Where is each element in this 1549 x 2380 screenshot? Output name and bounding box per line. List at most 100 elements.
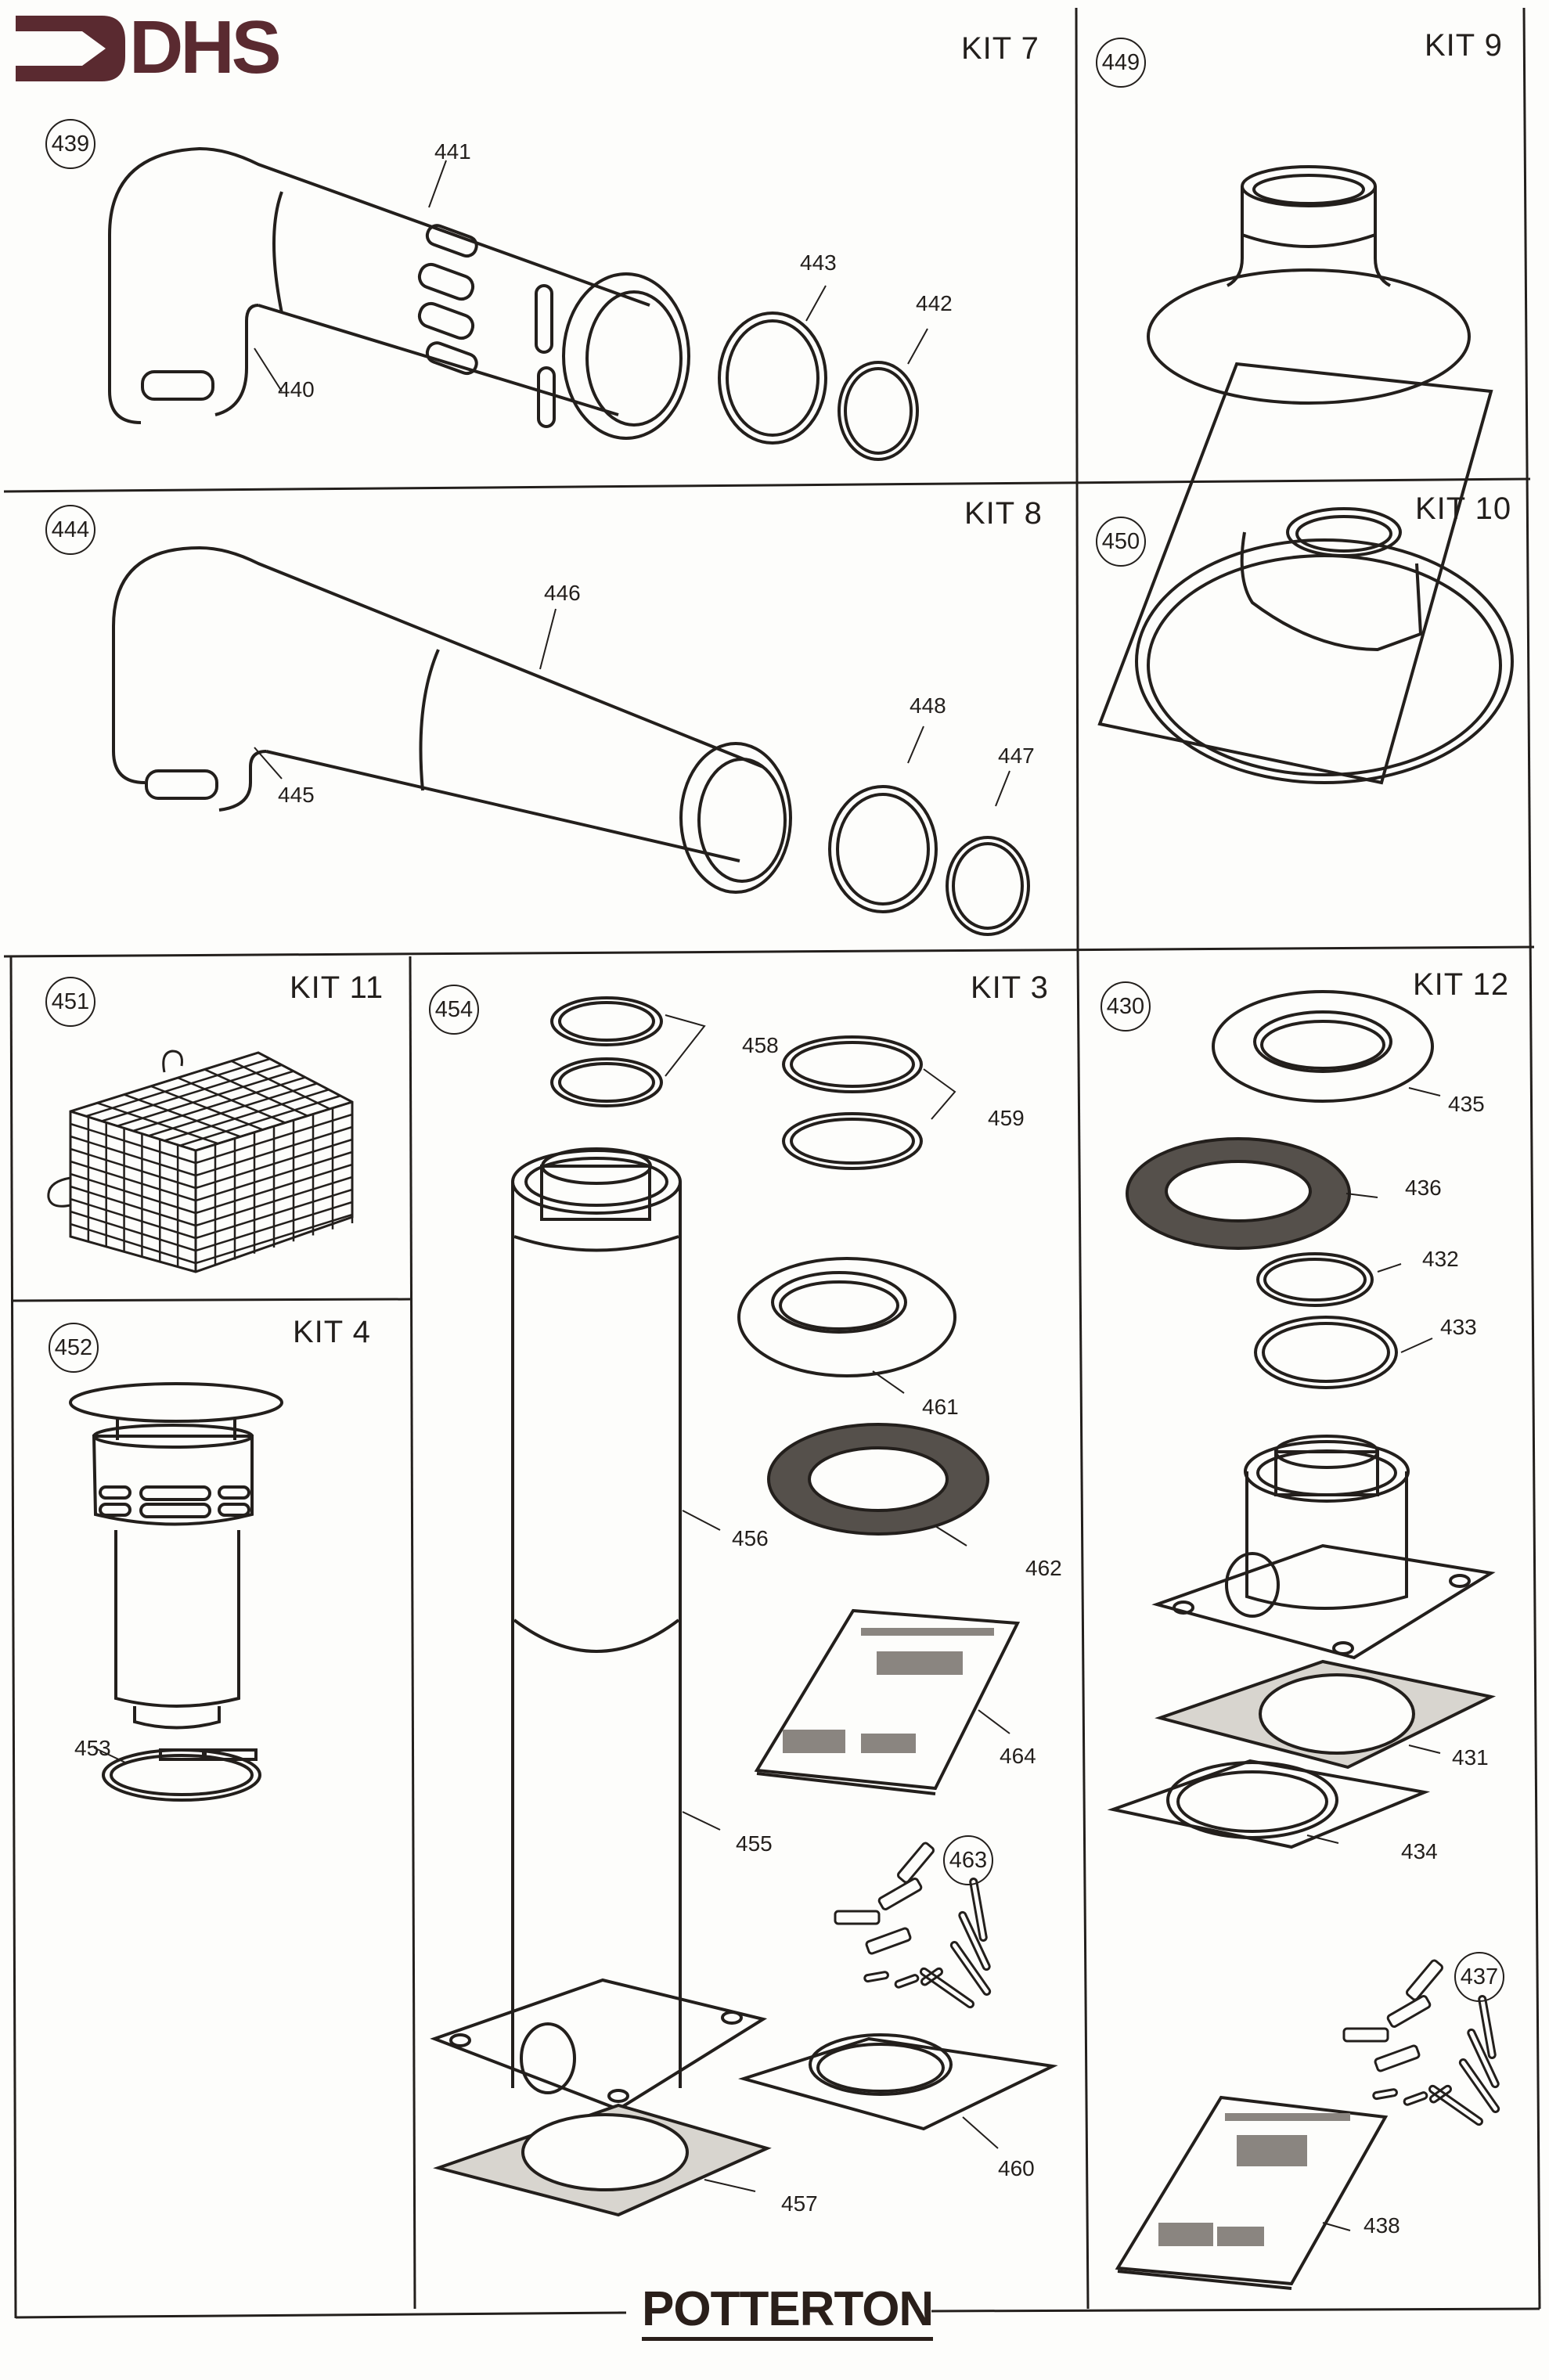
part-label: 448	[910, 693, 946, 718]
kit12-instructions-438	[1115, 2095, 1389, 2290]
ref-badge-kit10: 450	[1096, 517, 1146, 567]
ref-badge-kit8: 444	[45, 505, 95, 555]
part-badge-437: 437	[1454, 1952, 1504, 2002]
cage-wire	[70, 1051, 259, 1113]
cage-wire	[148, 1082, 318, 1137]
cage-wire	[195, 1138, 353, 1190]
divider	[1522, 7, 1541, 2310]
part-label: 438	[1363, 2213, 1400, 2238]
cage-wire	[195, 1150, 353, 1202]
wall-plug-icon	[1374, 2044, 1421, 2072]
kit11-grid	[69, 1051, 354, 1272]
screw-icon	[1467, 2028, 1500, 2089]
dhs-logo: DHS	[129, 5, 282, 89]
part-label: 453	[74, 1736, 111, 1760]
ref-badge-kit7: 439	[45, 119, 95, 169]
kit12-wall-plate-434	[1107, 1759, 1431, 1849]
kit12-screws-437	[1342, 1959, 1500, 2126]
part-label: 464	[1000, 1744, 1036, 1768]
divider	[10, 1298, 411, 1302]
kit12-gasket-431	[1155, 1659, 1497, 1770]
part-label: 445	[278, 783, 315, 807]
ref-badge-kit4: 452	[49, 1323, 99, 1373]
wall-plug-icon	[1406, 1959, 1443, 2001]
screw-icon	[1428, 2084, 1452, 2104]
part-label: 433	[1440, 1315, 1477, 1339]
part-label: 431	[1452, 1745, 1489, 1770]
potterton-logo: POTTERTON	[642, 2285, 934, 2341]
wall-plug-icon	[877, 1878, 923, 1910]
screw-icon	[863, 1971, 889, 1983]
kit-title-kit3: KIT 3	[971, 970, 1049, 1005]
kit12-adaptor	[1151, 1435, 1496, 1660]
cage-wire	[195, 1100, 353, 1152]
screw-icon	[894, 1974, 920, 1989]
cage-wire	[70, 1210, 196, 1252]
wall-plug-icon	[1342, 2027, 1389, 2043]
cage-wire	[101, 1064, 283, 1122]
cage-wire	[117, 1070, 294, 1127]
part-label: 435	[1448, 1092, 1485, 1116]
cage-wire	[70, 1147, 196, 1190]
part-label: 441	[434, 139, 471, 164]
screw-icon	[1458, 2058, 1500, 2113]
divider	[409, 956, 416, 2310]
dhs-arrow-logo-icon	[16, 16, 125, 81]
kit3-base-plate	[430, 1978, 768, 2112]
part-label: 455	[736, 1831, 773, 1856]
cage-wire	[195, 1125, 353, 1177]
kit8-ring-448	[828, 785, 938, 913]
cage-wire	[70, 1222, 196, 1265]
kit3-rings-458	[550, 996, 663, 1107]
part-label: 442	[916, 291, 953, 315]
screw-icon	[1403, 2091, 1428, 2106]
cage-wire	[70, 1135, 196, 1177]
kit-title-kit10: KIT 10	[1415, 491, 1512, 526]
kit-title-kit4: KIT 4	[293, 1315, 371, 1349]
cage-wire	[70, 1185, 196, 1227]
cage-wire	[132, 1076, 306, 1132]
cage-wire	[70, 1172, 196, 1215]
kit3-screws-463	[834, 1842, 992, 2009]
divider	[1076, 950, 1090, 2310]
kit7-elbow-terminal	[108, 146, 690, 440]
kit-title-kit7: KIT 7	[961, 31, 1039, 66]
screw-icon	[920, 1967, 974, 2009]
part-label: 436	[1405, 1176, 1442, 1200]
part-label: 457	[781, 2191, 818, 2216]
kit3-pipe-456-455	[511, 1147, 682, 2088]
cage-wire	[195, 1201, 353, 1252]
wall-plug-icon	[834, 1910, 881, 1925]
divider	[1075, 7, 1079, 952]
cage-wire	[70, 1122, 196, 1165]
divider	[3, 945, 1535, 958]
kit7-ring-442	[838, 361, 919, 461]
divider	[15, 2311, 627, 2319]
part-label: 440	[278, 377, 315, 401]
kit9-flat-roof-flashing	[1147, 165, 1471, 405]
part-badge-463: 463	[943, 1835, 993, 1885]
kit8-elbow-terminal	[112, 545, 792, 894]
wall-plug-icon	[897, 1842, 935, 1884]
part-label: 462	[1025, 1556, 1062, 1580]
cage-wire	[195, 1163, 353, 1215]
kit12-ring-432	[1256, 1252, 1374, 1307]
kit3-gasket-457	[433, 2103, 772, 2217]
kit12-flange-435	[1212, 990, 1434, 1103]
divider	[9, 956, 17, 2319]
kit-title-kit8: KIT 8	[964, 496, 1043, 531]
part-label: 432	[1422, 1247, 1459, 1271]
kit8-ring-447	[946, 836, 1030, 936]
kit3-rings-459	[782, 1035, 923, 1170]
wall-plug-icon	[1386, 1995, 1432, 2028]
ref-badge-kit3: 454	[429, 985, 479, 1035]
kit3-flange-461	[737, 1257, 956, 1377]
ref-badge-kit12: 430	[1101, 981, 1151, 1032]
kit10-pitched-roof-flashing	[1097, 362, 1514, 785]
part-label: 460	[998, 2156, 1035, 2180]
kit3-instructions-464	[754, 1608, 1021, 1795]
part-label: 459	[988, 1106, 1025, 1130]
cage-wire	[179, 1094, 341, 1147]
kit4-clip-453	[102, 1748, 261, 1802]
